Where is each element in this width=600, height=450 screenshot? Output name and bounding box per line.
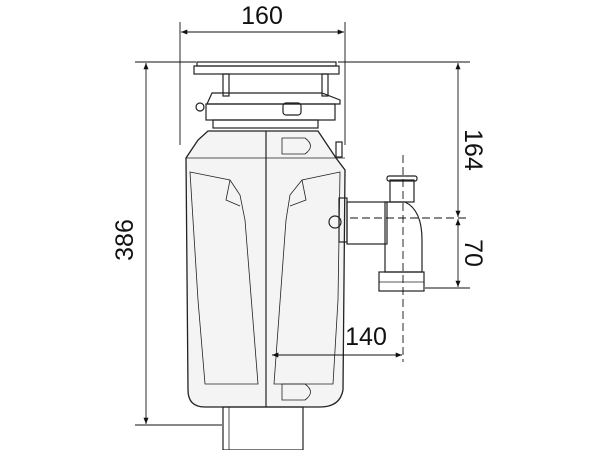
dimension-386: 386 <box>111 61 222 426</box>
dimension-140: 140 <box>272 155 404 362</box>
bottom-outlet <box>222 406 304 450</box>
dimension-164-70: 164 70 <box>338 61 487 289</box>
dimension-label-160: 160 <box>241 2 283 30</box>
dimension-160: 160 <box>179 2 346 145</box>
mounting-flange <box>193 61 341 129</box>
discharge-elbow <box>328 175 425 292</box>
dimension-label-70: 70 <box>459 239 487 267</box>
dimension-label-140: 140 <box>345 323 387 351</box>
dimension-label-164: 164 <box>459 129 487 171</box>
dimension-label-386: 386 <box>111 219 139 261</box>
disposer-body <box>185 130 346 408</box>
